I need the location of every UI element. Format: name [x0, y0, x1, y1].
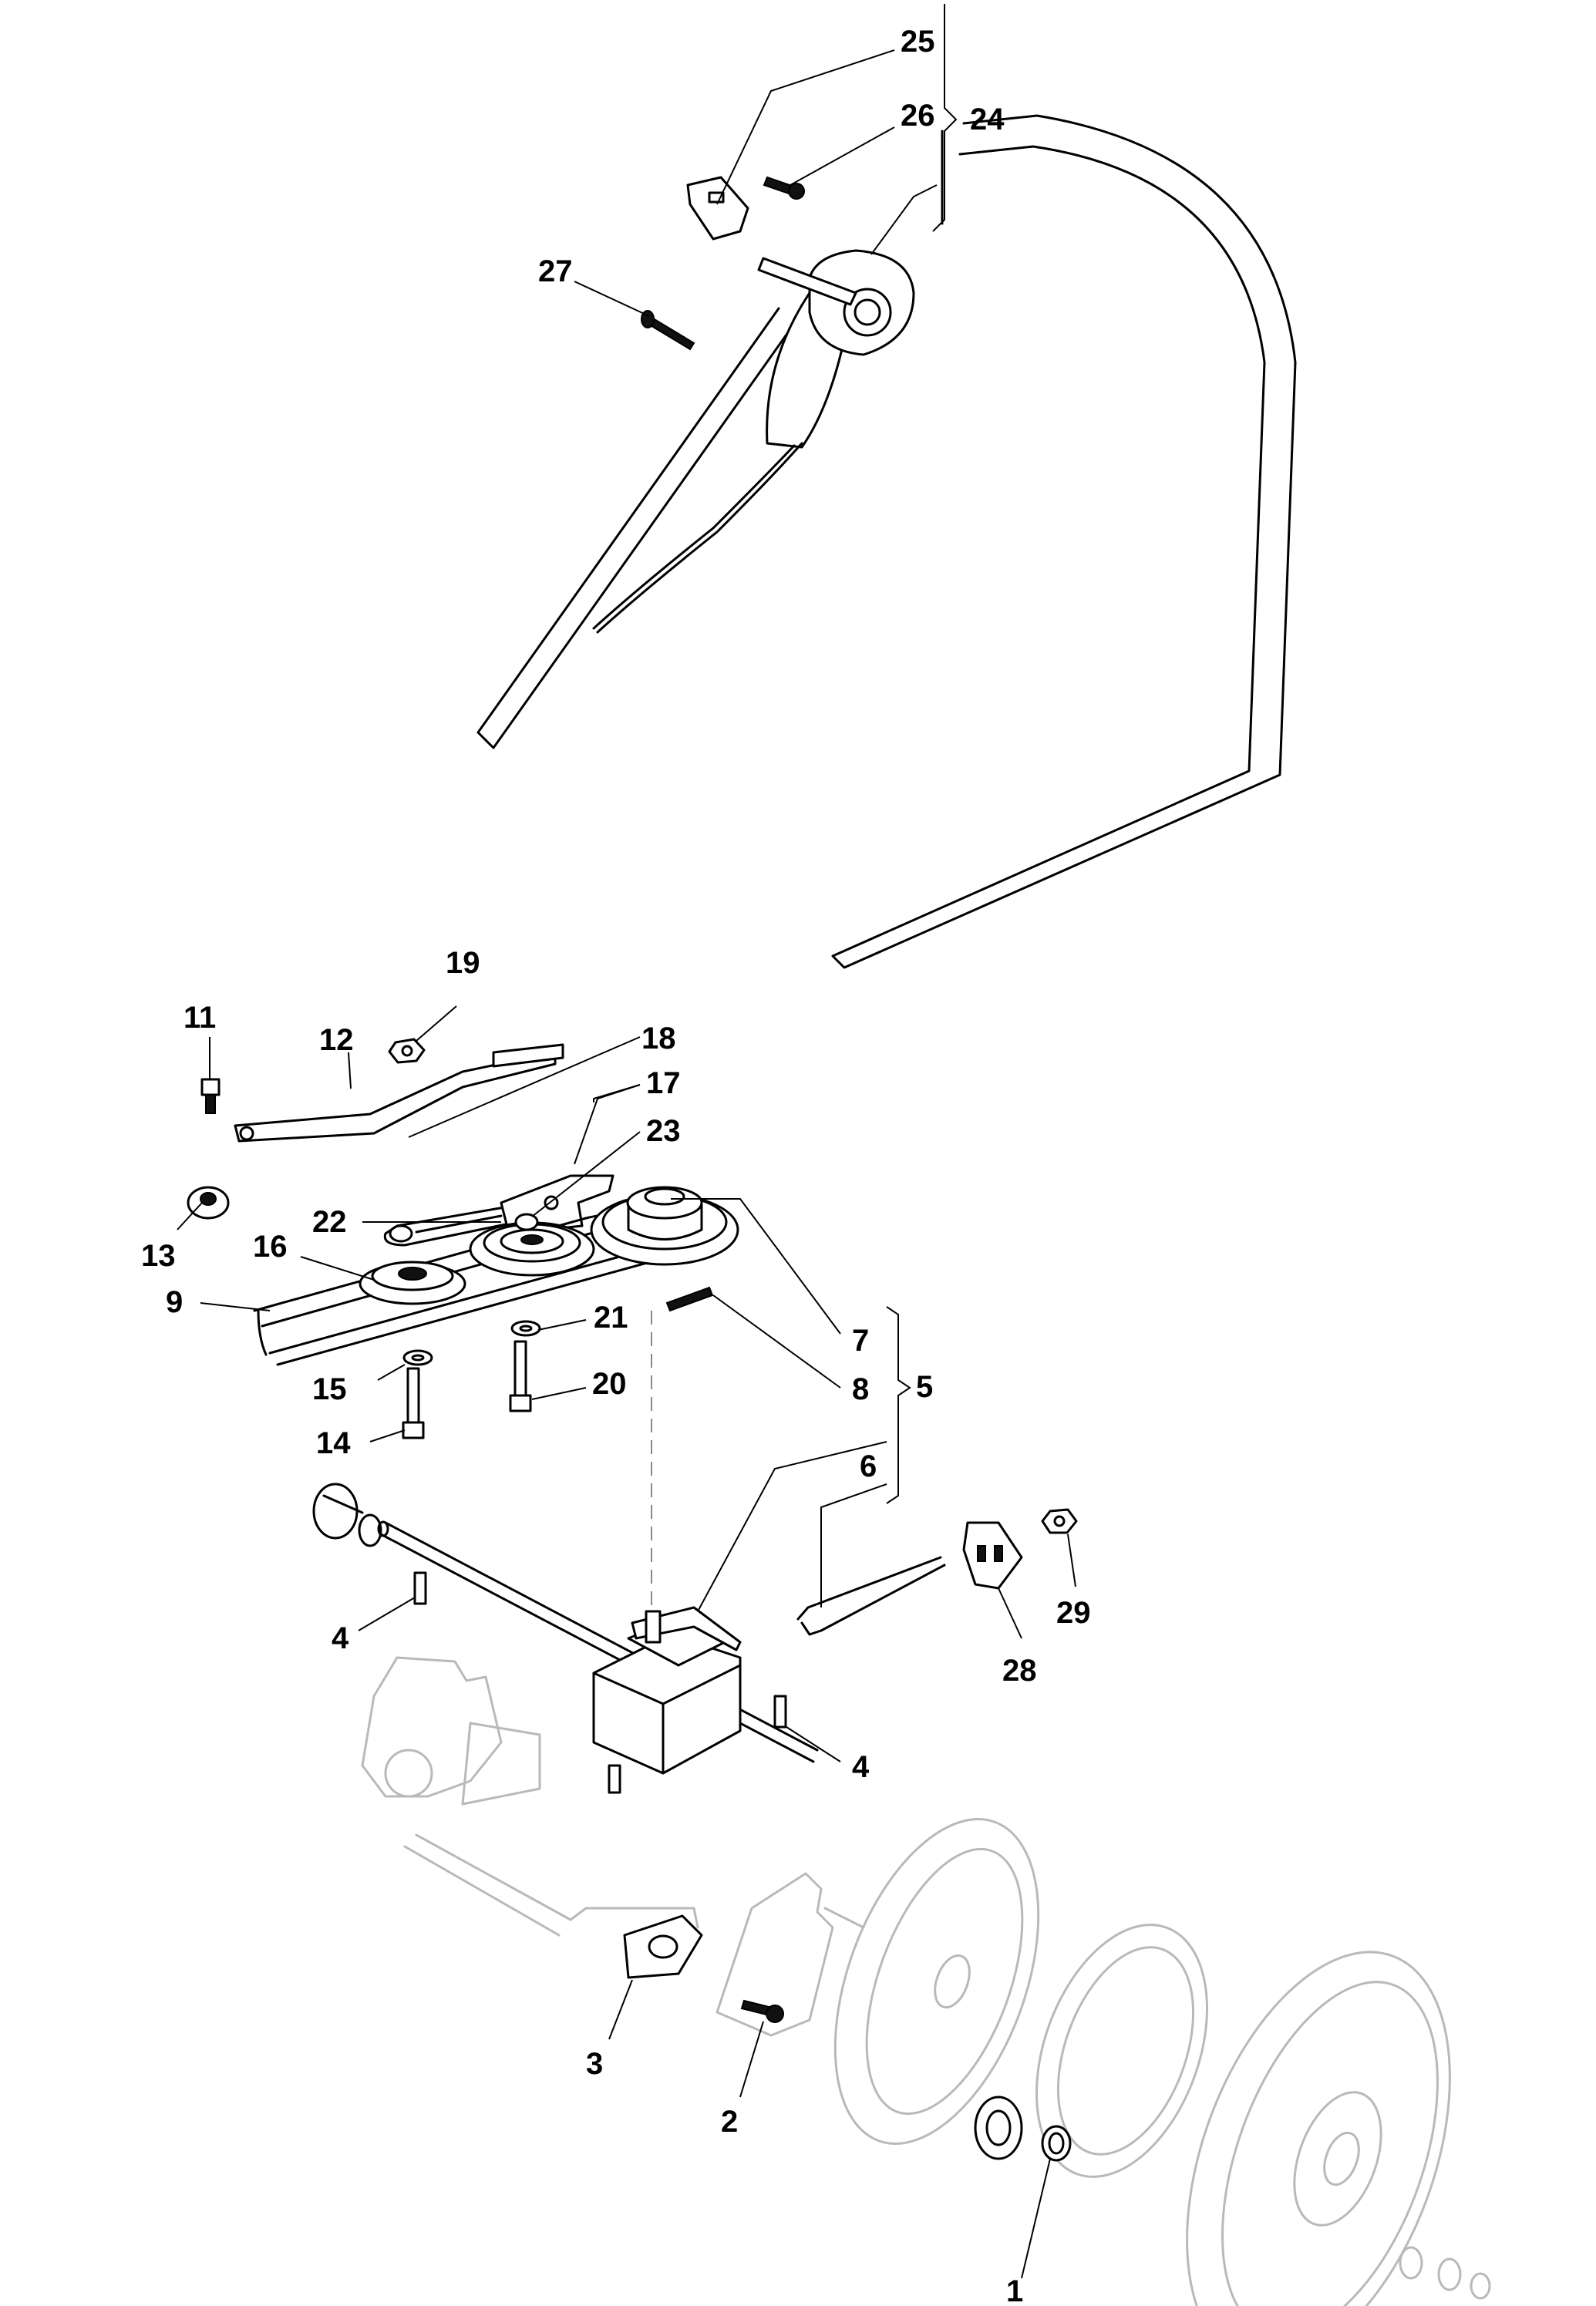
callout-25: 25 — [901, 25, 935, 59]
callout-5: 5 — [916, 1370, 933, 1404]
callout-22: 22 — [312, 1205, 347, 1239]
callout-24: 24 — [970, 103, 1005, 136]
nut-23 — [514, 1213, 539, 1231]
nut-19 — [388, 1038, 426, 1064]
callout-3: 3 — [586, 2047, 603, 2081]
callout-7: 7 — [852, 1324, 869, 1358]
callout-12: 12 — [319, 1023, 354, 1057]
key-8 — [665, 1286, 714, 1312]
callout-11: 11 — [184, 1001, 216, 1035]
callout-2: 2 — [721, 2105, 738, 2139]
callout-8: 8 — [852, 1372, 869, 1406]
callout-17: 17 — [646, 1066, 681, 1100]
callout-1: 1 — [1006, 2274, 1023, 2306]
axle-bracket-3 — [623, 1914, 703, 1979]
ghost-gear-ring — [1035, 1924, 1209, 2178]
handle-bar — [476, 114, 1297, 969]
washer-15 — [402, 1349, 433, 1366]
flange-nut-13 — [187, 1186, 230, 1220]
callout-labels: 25 26 24 27 19 11 12 18 17 23 22 13 16 9… — [141, 25, 1091, 2306]
ghost-chassis-left — [361, 1656, 699, 1937]
callout-15: 15 — [312, 1372, 347, 1406]
callout-29: 29 — [1056, 1596, 1091, 1630]
ghost-wheel — [1186, 1951, 1491, 2306]
callout-4b: 4 — [852, 1750, 870, 1784]
callout-13: 13 — [141, 1239, 176, 1273]
link-arm-18 — [383, 1205, 518, 1247]
brace-24 — [932, 4, 958, 232]
ghost-side-plate — [716, 1872, 865, 2037]
gearbox-5 — [592, 1606, 742, 1794]
screw-27 — [641, 310, 695, 351]
brace-5 — [886, 1306, 911, 1504]
bolt-20 — [509, 1340, 532, 1412]
bolt-11 — [200, 1078, 221, 1114]
callout-20: 20 — [592, 1367, 627, 1401]
bolt-14 — [402, 1367, 425, 1439]
lever-plate-12 — [234, 1043, 564, 1143]
callout-9: 9 — [166, 1285, 183, 1319]
screw-2 — [740, 1999, 784, 2023]
callout-21: 21 — [594, 1301, 628, 1335]
callout-6: 6 — [860, 1449, 877, 1483]
pulley-22 — [469, 1221, 595, 1277]
callout-18: 18 — [641, 1022, 676, 1055]
callout-26: 26 — [901, 99, 935, 133]
pinion-left — [312, 1483, 382, 1547]
nut-29 — [1041, 1508, 1078, 1534]
callout-4a: 4 — [332, 1621, 349, 1655]
circlip-1 — [1041, 2125, 1072, 2162]
roll-pin-4b — [773, 1695, 787, 1729]
clip-28 — [962, 1521, 1023, 1590]
drive-pulley-7 — [590, 1186, 739, 1266]
screw-26 — [763, 176, 805, 200]
callout-28: 28 — [1002, 1654, 1037, 1688]
callout-14: 14 — [316, 1426, 351, 1460]
callout-23: 23 — [646, 1114, 681, 1148]
callout-16: 16 — [253, 1230, 288, 1264]
control-lever-assembly — [592, 249, 915, 634]
roll-pin-4a — [413, 1571, 427, 1605]
adjust-rod-6 — [796, 1556, 946, 1636]
lever-clip — [686, 176, 749, 241]
pinion-1 — [974, 2096, 1023, 2160]
callout-27: 27 — [538, 254, 573, 288]
callout-19: 19 — [446, 946, 480, 980]
washer-21 — [510, 1320, 541, 1337]
pulley-16 — [359, 1261, 466, 1305]
leader-lines — [177, 49, 1076, 2279]
ghost-wheel-cover — [833, 1818, 1040, 2145]
